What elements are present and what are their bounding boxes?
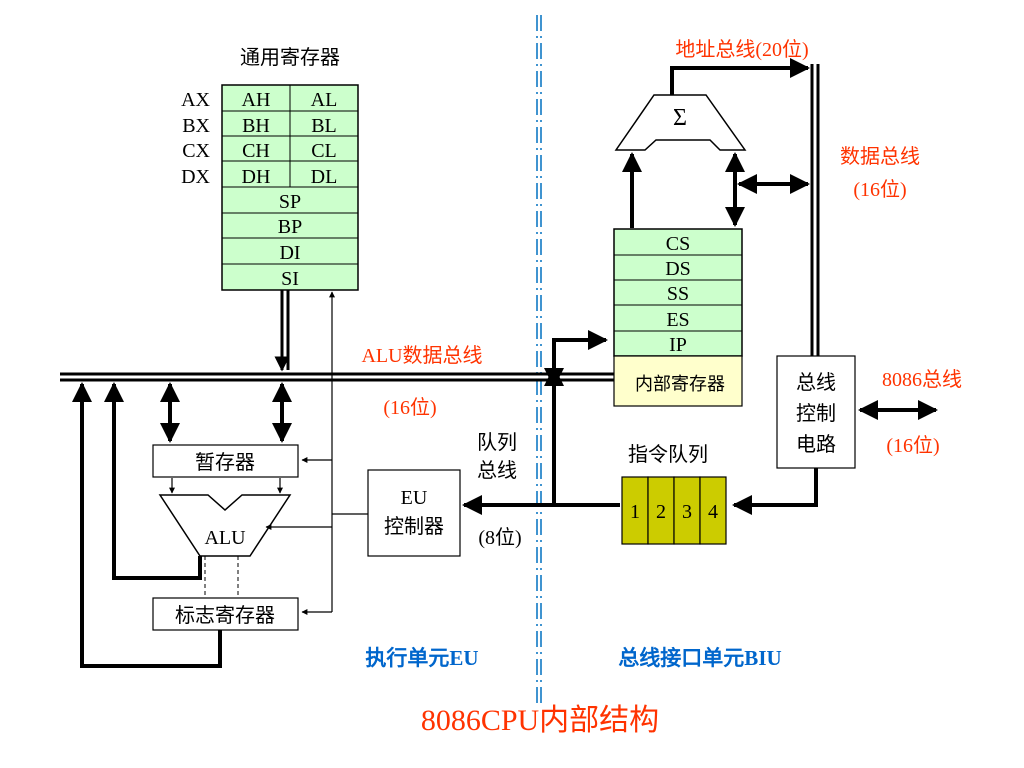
ch-register: CH xyxy=(242,140,270,162)
dl-register: DL xyxy=(311,166,338,188)
bus-control-line2: 控制 xyxy=(796,402,836,425)
ip-register: IP xyxy=(669,334,687,356)
flag-output-path xyxy=(72,382,222,668)
adder-to-address-bus xyxy=(670,58,810,95)
cl-register: CL xyxy=(311,140,337,162)
address-bus-label: 地址总线(20位) xyxy=(675,38,808,61)
address-adder xyxy=(614,94,747,151)
eu-biu-divider xyxy=(536,15,542,705)
ds-register: DS xyxy=(665,258,691,280)
sigma-symbol: Σ xyxy=(673,105,687,131)
queue-cell-1: 1 xyxy=(630,501,640,523)
gp-registers-title: 通用寄存器 xyxy=(240,46,340,69)
eu-section-label: 执行单元EU xyxy=(365,646,478,670)
di-register: DI xyxy=(279,242,300,264)
eu-controller-line1: EU xyxy=(401,487,428,509)
eu-controller-line2: 控制器 xyxy=(384,515,444,538)
cx-label: CX xyxy=(182,140,210,162)
bus-to-segment-path xyxy=(552,330,608,505)
bus-control-to-queue xyxy=(732,468,818,515)
biu-section-label: 总线接口单元BIU xyxy=(618,646,781,670)
flag-register-label: 标志寄存器 xyxy=(175,604,275,627)
bp-register: BP xyxy=(278,216,302,238)
es-register: ES xyxy=(666,309,689,331)
alu-unit xyxy=(158,494,292,557)
alu-data-bus-width: (16位) xyxy=(383,396,436,419)
ah-register: AH xyxy=(242,89,271,111)
ss-register: SS xyxy=(667,283,689,305)
cs-register: CS xyxy=(666,233,690,255)
queue-bus-label-1: 队列 xyxy=(477,431,517,454)
queue-bus-width: (8位) xyxy=(478,526,521,549)
main-title: 8086CPU内部结构 xyxy=(421,704,659,737)
bx-label: BX xyxy=(182,115,210,137)
temp-register-label: 暂存器 xyxy=(195,451,255,474)
alu-label: ALU xyxy=(204,527,246,549)
external-bus-label: 8086总线 xyxy=(882,368,962,391)
dx-label: DX xyxy=(181,166,210,188)
alu-data-bus-label: ALU数据总线 xyxy=(361,344,482,367)
alu-data-bus xyxy=(60,372,620,382)
external-bus-width: (16位) xyxy=(886,434,939,457)
bus-control-box xyxy=(776,355,856,469)
dh-register: DH xyxy=(242,166,271,188)
eu-control-lines xyxy=(265,291,368,615)
instruction-queue xyxy=(621,476,727,545)
eu-controller-box xyxy=(367,469,461,557)
flag-register-box xyxy=(152,597,299,631)
sp-register: SP xyxy=(279,191,301,213)
data-bus-label: 数据总线 xyxy=(840,145,920,168)
internal-registers-label: 内部寄存器 xyxy=(635,374,725,394)
bh-register: BH xyxy=(242,115,270,137)
bus-control-line3: 电路 xyxy=(796,433,836,456)
bl-register: BL xyxy=(311,115,337,137)
queue-cell-4: 4 xyxy=(708,501,718,523)
instruction-queue-title: 指令队列 xyxy=(628,443,708,466)
queue-cell-3: 3 xyxy=(682,501,692,523)
ax-label: AX xyxy=(181,89,210,111)
temp-register-box xyxy=(152,444,299,478)
si-register: SI xyxy=(281,268,299,290)
gp-register-block xyxy=(221,84,359,291)
segment-register-block xyxy=(613,228,743,407)
data-bus-width: (16位) xyxy=(853,178,906,201)
gp-to-bus-arrow xyxy=(274,290,290,372)
alu-output-path xyxy=(104,382,202,580)
queue-cell-2: 2 xyxy=(656,501,666,523)
al-register: AL xyxy=(311,89,338,111)
bus-control-line1: 总线 xyxy=(796,371,836,394)
biu-vertical-bus xyxy=(810,64,820,356)
queue-bus-label-2: 总线 xyxy=(477,459,517,482)
